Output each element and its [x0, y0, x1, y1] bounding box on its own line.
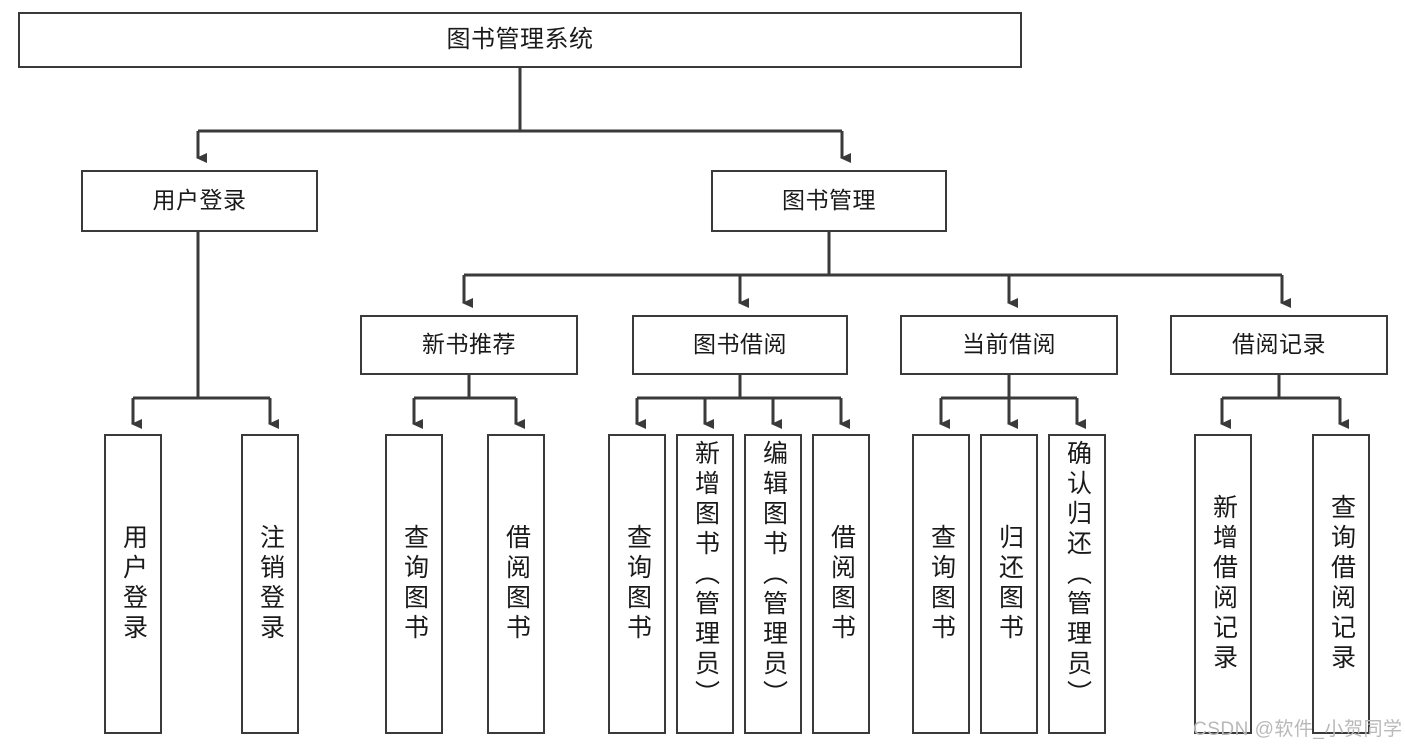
node-label: 新增图书（管理员） — [691, 440, 720, 710]
node-label: 查询借阅记录 — [1327, 494, 1356, 674]
leaf-query-book-borrow[interactable]: 查询图书 — [608, 434, 666, 734]
leaf-add-borrow-record[interactable]: 新增借阅记录 — [1194, 434, 1252, 734]
node-label: 新增借阅记录 — [1209, 494, 1238, 674]
leaf-borrow-book-recommend[interactable]: 借阅图书 — [487, 434, 545, 734]
csdn-watermark: CSDN @软件_小贺同学 — [1193, 719, 1403, 740]
leaf-add-book-admin[interactable]: 新增图书（管理员） — [676, 434, 734, 734]
node-current-borrow[interactable]: 当前借阅 — [900, 315, 1118, 375]
node-label: 查询图书 — [400, 524, 429, 644]
leaf-query-book-current[interactable]: 查询图书 — [912, 434, 970, 734]
node-label: 借阅记录 — [1232, 331, 1326, 358]
node-label: 编辑图书（管理员） — [759, 440, 788, 710]
leaf-logout[interactable]: 注销登录 — [241, 434, 299, 734]
leaf-user-login[interactable]: 用户登录 — [104, 434, 162, 734]
node-label: 注销登录 — [256, 524, 285, 644]
node-label: 用户登录 — [119, 524, 148, 644]
node-label: 新书推荐 — [422, 331, 516, 358]
node-label: 图书管理系统 — [446, 25, 594, 53]
node-user-login[interactable]: 用户登录 — [81, 170, 318, 232]
node-borrow-record[interactable]: 借阅记录 — [1170, 315, 1388, 375]
node-label: 当前借阅 — [962, 331, 1056, 358]
node-label: 图书管理 — [782, 187, 876, 214]
node-book-management[interactable]: 图书管理 — [711, 170, 947, 232]
leaf-query-borrow-record[interactable]: 查询借阅记录 — [1312, 434, 1370, 734]
node-label: 用户登录 — [152, 187, 247, 214]
node-label: 确认归还（管理员） — [1063, 440, 1092, 710]
node-book-borrow[interactable]: 图书借阅 — [632, 315, 848, 375]
leaf-borrow-book[interactable]: 借阅图书 — [812, 434, 870, 734]
node-label: 查询图书 — [623, 524, 652, 644]
leaf-query-book-recommend[interactable]: 查询图书 — [385, 434, 443, 734]
node-label: 图书借阅 — [693, 331, 787, 358]
node-root-book-management-system[interactable]: 图书管理系统 — [18, 12, 1022, 68]
leaf-edit-book-admin[interactable]: 编辑图书（管理员） — [744, 434, 802, 734]
node-label: 借阅图书 — [502, 524, 531, 644]
node-new-book-recommend[interactable]: 新书推荐 — [360, 315, 578, 375]
node-label: 查询图书 — [927, 524, 956, 644]
leaf-return-book[interactable]: 归还图书 — [980, 434, 1038, 734]
node-label: 借阅图书 — [827, 524, 856, 644]
leaf-confirm-return-admin[interactable]: 确认归还（管理员） — [1048, 434, 1106, 734]
node-label: 归还图书 — [995, 524, 1024, 644]
